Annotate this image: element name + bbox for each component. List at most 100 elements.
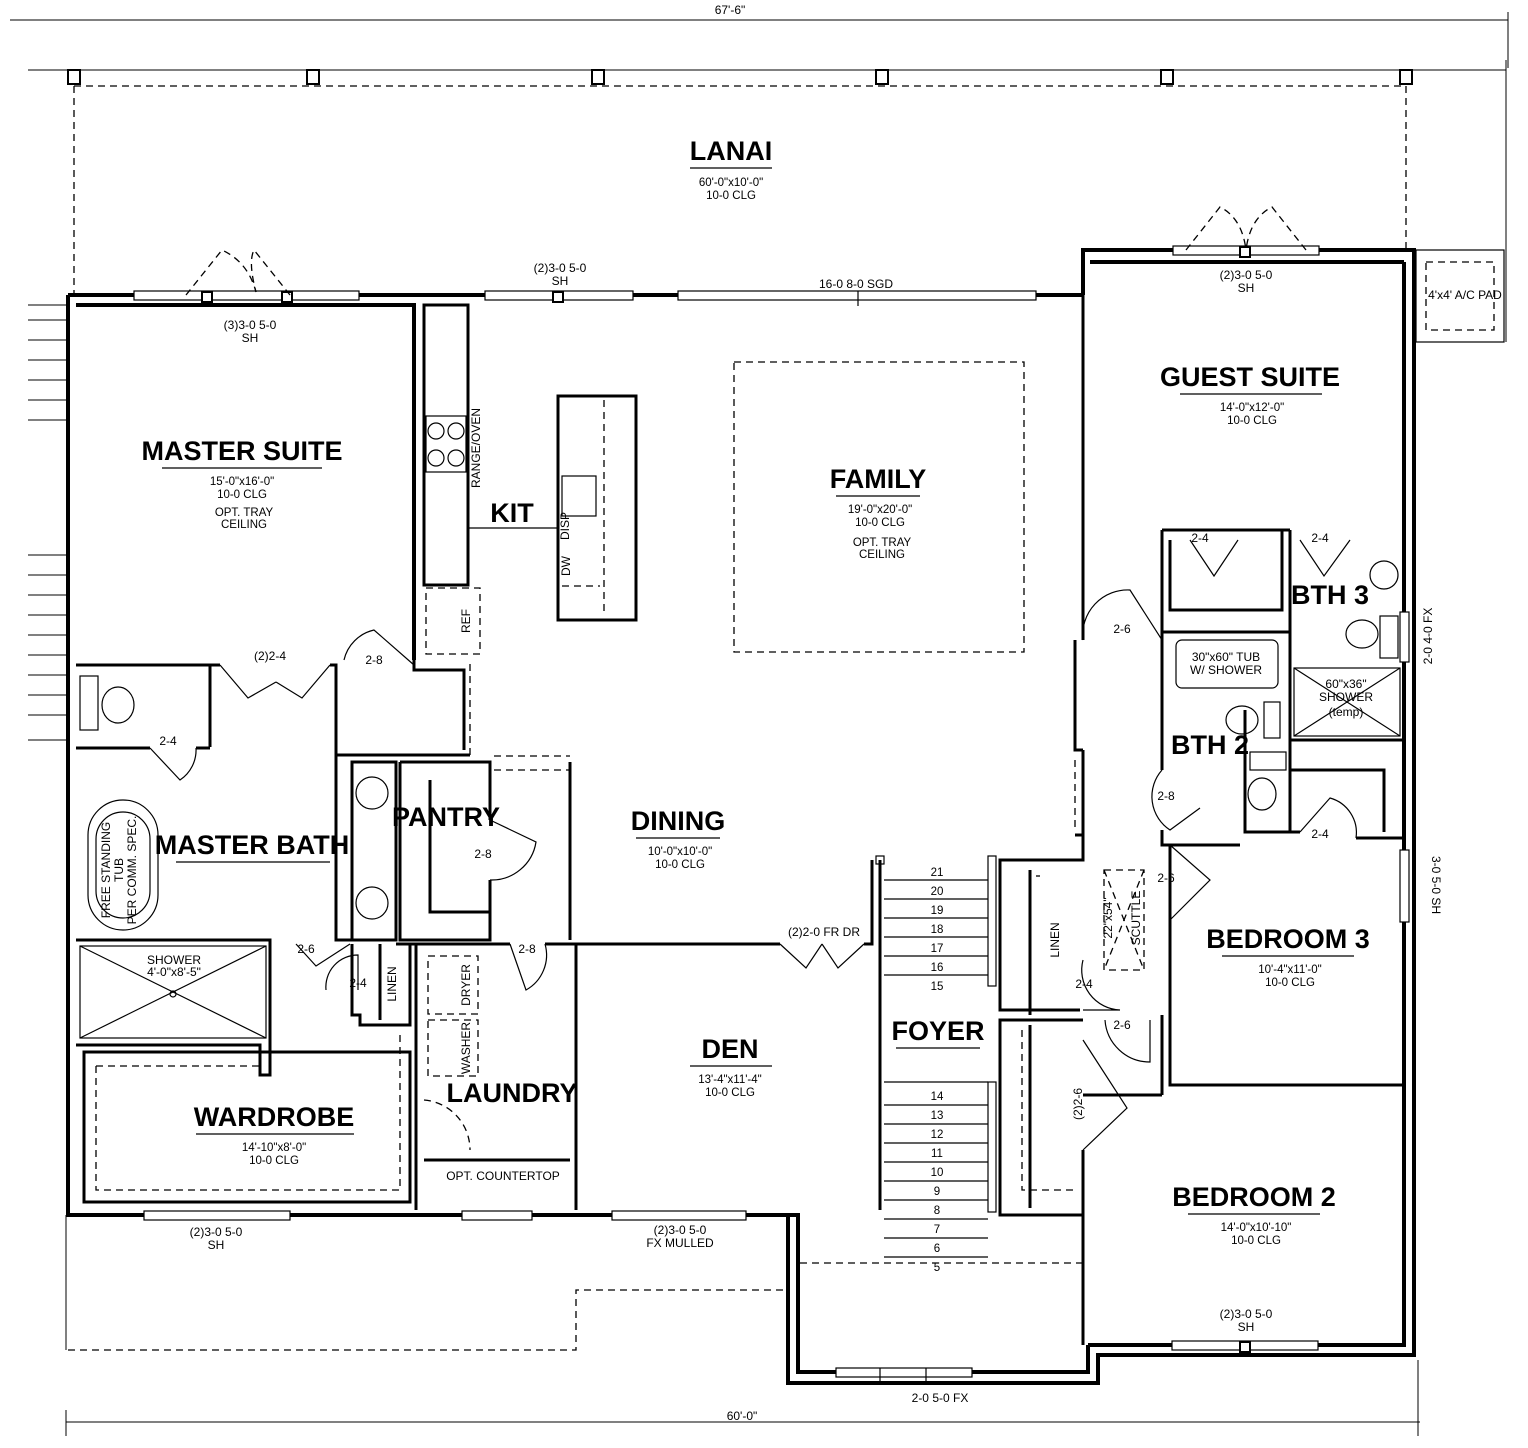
wardrobe-shelves [95, 875, 1078, 1191]
door-label: (2)2-6 [1071, 1088, 1085, 1120]
door-label: 2-4 [1191, 531, 1209, 545]
ref-label: REF [459, 609, 473, 633]
room-name-lanai: LANAI [690, 136, 773, 166]
stair-number: 14 [931, 1091, 944, 1103]
door-label: 2-4 [1311, 531, 1329, 545]
family-tray-ceiling [733, 361, 1025, 653]
overall-width-top: 67'-6" [715, 3, 746, 17]
disp-label: DISP [558, 512, 572, 540]
stair-number: 18 [931, 924, 944, 936]
shower-icon [79, 945, 267, 1039]
window-foyer [835, 1367, 973, 1378]
room-ceiling-lanai: 10-0 CLG [706, 190, 756, 202]
window-label: SH [1238, 1320, 1255, 1334]
sink-icon [355, 776, 389, 810]
window-label: (2)3-0 5-0 [1220, 268, 1273, 282]
room-name-den: DEN [701, 1034, 758, 1064]
stair-number: 6 [934, 1243, 940, 1255]
room-size-bedroom3: 10'-4"x11'-0" [1258, 964, 1322, 976]
scuttle-label: 22"x54" [1101, 897, 1115, 938]
lanai-post [591, 69, 605, 85]
shower-label: 60"x36" [1325, 677, 1366, 691]
sink-icon [1369, 560, 1399, 590]
room-name-foyer: FOYER [891, 1016, 984, 1046]
tub-label: FREE STANDING [99, 822, 113, 918]
stair-number: 9 [934, 1186, 940, 1198]
annotation-labels: (3)3-0 5-0 SH (2)3-0 5-0 SH 16-0 8-0 SGD… [99, 261, 1502, 1405]
door-label: 2-6 [1157, 871, 1175, 885]
room-note2-master-suite: CEILING [221, 519, 267, 531]
freestanding-tub-icon [87, 799, 159, 931]
lanai-post [1160, 69, 1174, 85]
toilet-icon [1247, 777, 1277, 811]
tub-label: PER COMM. SPEC. [125, 816, 139, 925]
window-label: 2-0 4-0 FX [1421, 608, 1435, 665]
door-label: 2-4 [1311, 827, 1329, 841]
room-ceiling-wardrobe: 10-0 CLG [249, 1155, 299, 1167]
shower-label: SHOWER [1319, 690, 1373, 704]
room-note-family: OPT. TRAY [853, 537, 912, 549]
window-label: 3-0 5-0 SH [1429, 856, 1443, 914]
window-label: SH [208, 1238, 225, 1252]
room-size-bedroom2: 14'-0"x10'-10" [1221, 1222, 1292, 1234]
room-ceiling-master-suite: 10-0 CLG [217, 489, 267, 501]
room-name-wardrobe: WARDROBE [194, 1102, 355, 1132]
stair-number: 10 [931, 1167, 944, 1179]
countertop-label: OPT. COUNTERTOP [446, 1169, 560, 1183]
tub-label: TUB [112, 858, 126, 882]
window-bed3 [1399, 849, 1410, 923]
door-label: 2-8 [518, 942, 536, 956]
room-name-bedroom3: BEDROOM 3 [1206, 924, 1370, 954]
shower-label: (temp) [1329, 705, 1364, 719]
shower-label: 4'-0"x8'-5" [147, 965, 201, 979]
attic-scuttle [1103, 869, 1145, 971]
window-label: (2)3-0 5-0 [190, 1225, 243, 1239]
ac-pad-label: 4'x4' A/C PAD [1428, 288, 1502, 302]
lanai-french-doors [185, 206, 1307, 296]
door-label: 2-8 [1157, 789, 1175, 803]
overall-width-bottom: 60'-0" [727, 1409, 758, 1423]
door-label: 2-6 [1113, 1018, 1131, 1032]
bath-fixtures [79, 560, 1401, 1039]
door-label: 2-4 [1075, 977, 1093, 991]
window-den [611, 1210, 747, 1221]
window-label: (2)3-0 5-0 [1220, 1307, 1273, 1321]
stair-number: 21 [931, 867, 944, 879]
shower-icon [1293, 667, 1401, 737]
window-label: SH [552, 274, 569, 288]
tub-label: W/ SHOWER [1190, 663, 1262, 677]
stair-number: 16 [931, 962, 944, 974]
door-label: 2-4 [159, 734, 177, 748]
front-porch [68, 1262, 1083, 1351]
room-note-master-suite: OPT. TRAY [215, 507, 274, 519]
stair-number: 13 [931, 1110, 944, 1122]
laundry-appliances [427, 955, 479, 1077]
stair-number: 17 [931, 943, 944, 955]
dimension-lines: 67'-6" 60'-0" [10, 3, 1509, 1436]
stair-number: 20 [931, 886, 944, 898]
left-edge-ticks [28, 304, 68, 741]
washer-label: WASHER [459, 1022, 473, 1075]
toilet-icon [101, 686, 135, 724]
room-name-bth3: BTH 3 [1291, 580, 1369, 610]
windows [133, 245, 1410, 1383]
door-label: 2-4 [349, 976, 367, 990]
door-label: 16-0 8-0 SGD [819, 277, 893, 291]
dw-label: DW [559, 555, 573, 576]
window-label: 2-0 5-0 FX [912, 1391, 969, 1405]
room-name-dining: DINING [631, 806, 726, 836]
room-name-master-bath: MASTER BATH [155, 830, 349, 860]
door-label: (2)2-4 [254, 649, 286, 663]
room-size-master-suite: 15'-0"x16'-0" [210, 476, 274, 488]
door-label: 2-6 [297, 942, 315, 956]
tub-label: 30"x60" TUB [1192, 650, 1260, 664]
window-wardrobe [143, 1210, 291, 1221]
door-label: 2-8 [474, 847, 492, 861]
room-ceiling-dining: 10-0 CLG [655, 859, 705, 871]
window-master [133, 290, 360, 301]
room-ceiling-den: 10-0 CLG [705, 1087, 755, 1099]
room-ceiling-bedroom3: 10-0 CLG [1265, 977, 1315, 989]
room-ceiling-family: 10-0 CLG [855, 517, 905, 529]
